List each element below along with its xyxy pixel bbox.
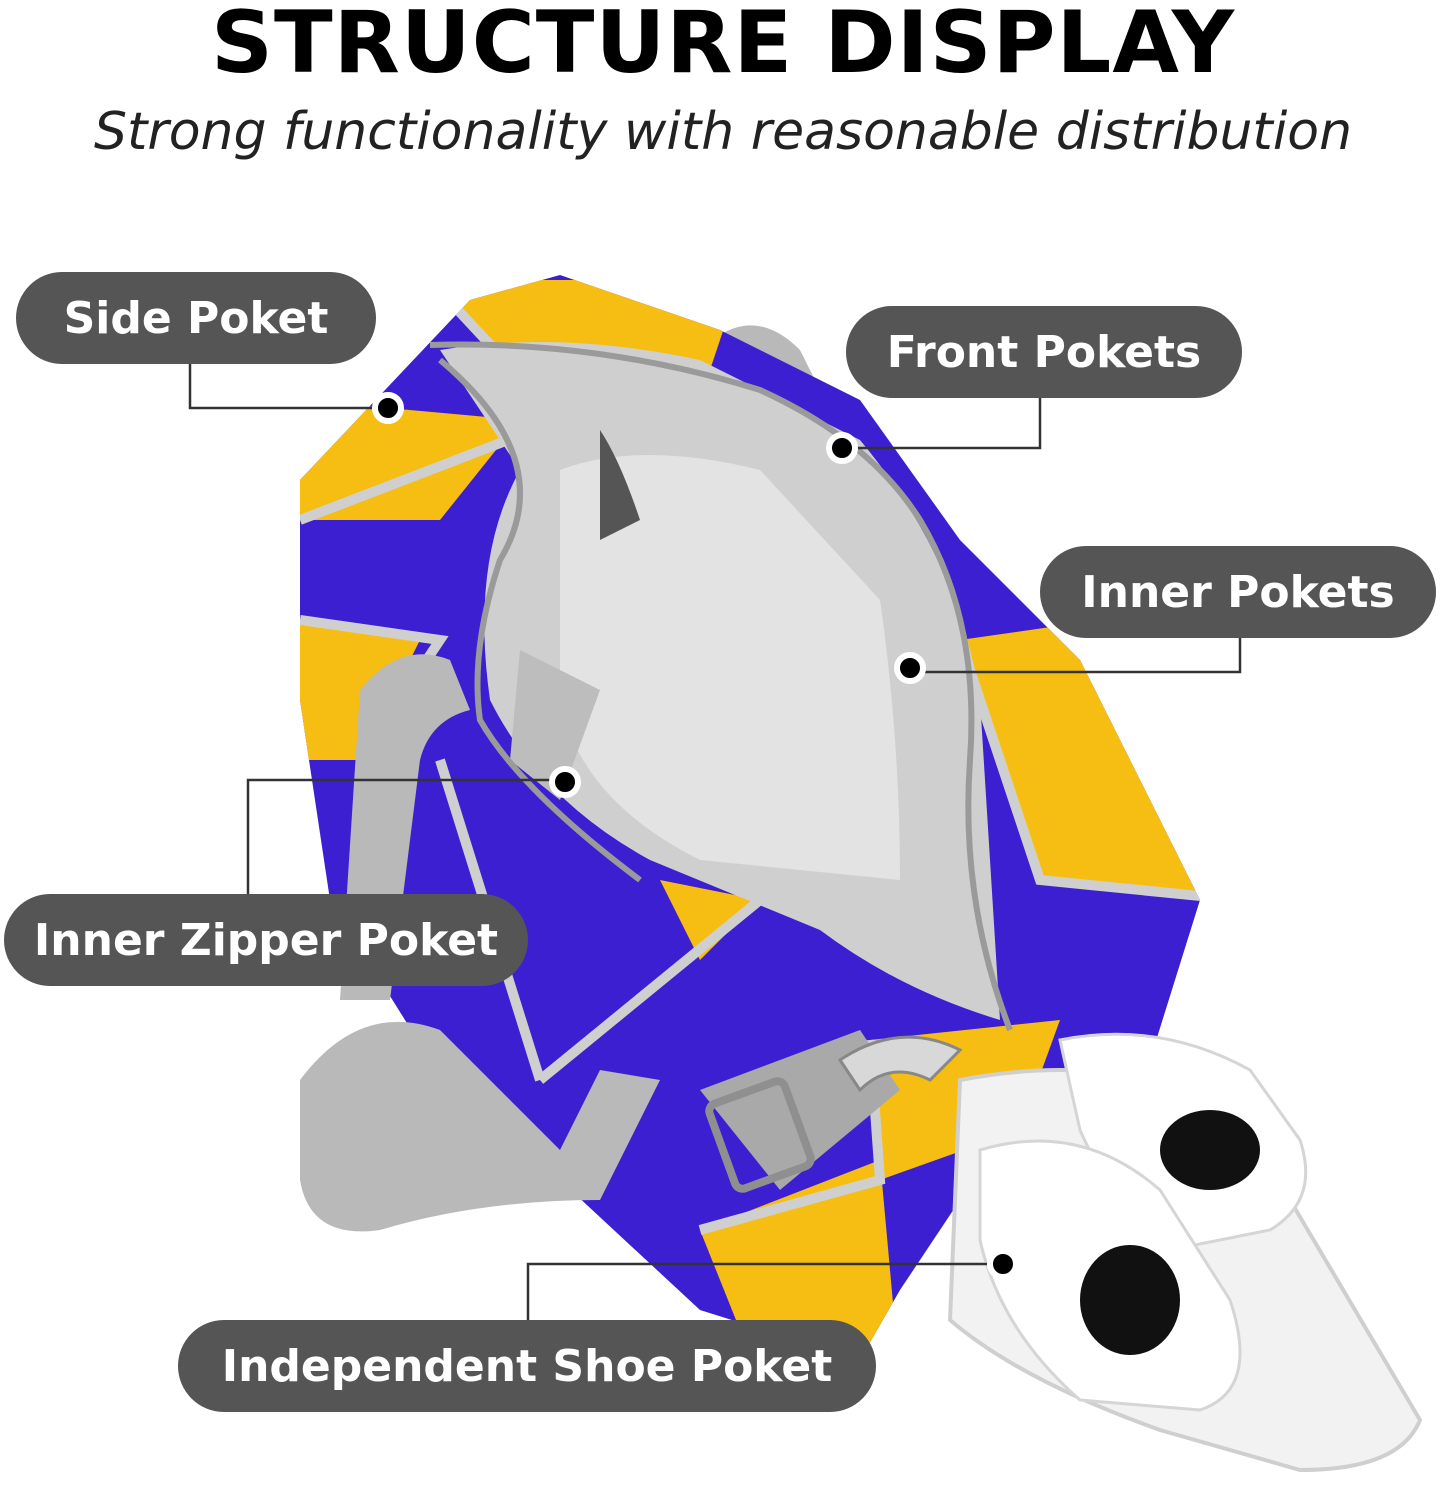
callout-shoe-pocket: Independent Shoe Poket [178,1320,876,1412]
page-title: STRUCTURE DISPLAY [211,0,1235,93]
carabiner-clip [837,1035,963,1093]
callout-inner-zipper-pocket: Inner Zipper Poket [4,894,528,986]
page-subtitle: Strong functionality with reasonable dis… [93,102,1353,162]
callout-side-pocket: Side Poket [16,272,376,364]
callout-front-pockets: Front Pokets [846,306,1242,398]
callout-inner-pockets: Inner Pokets [1040,546,1436,638]
callout-dots [372,392,1019,1280]
strap-buckle [705,1077,815,1193]
shoulder-strap [300,1021,660,1232]
sneakers [978,1032,1308,1412]
